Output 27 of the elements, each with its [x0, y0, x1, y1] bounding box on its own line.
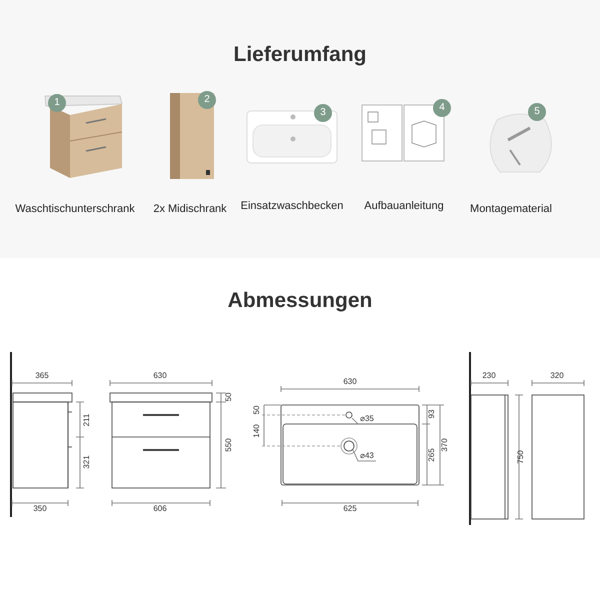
dimension-value: 606 — [153, 504, 167, 513]
dimension-value: 350 — [33, 504, 47, 513]
dimension-value: 50 — [252, 406, 261, 414]
product-name: 2x Midischrank — [153, 203, 227, 215]
dimension-value: 230 — [482, 371, 496, 380]
dimension-value: 320 — [550, 371, 564, 380]
section-heading: Abmessungen — [228, 289, 372, 313]
dimension-value: 140 — [252, 424, 261, 438]
product-name: Aufbauanleitung — [364, 200, 444, 212]
dimension-value: 211 — [82, 414, 91, 426]
dimension-value: 625 — [343, 504, 357, 513]
product-name: Einsatzwaschbecken — [240, 200, 344, 212]
dimension-value: 365 — [35, 371, 49, 380]
product-name: Montagematerial — [470, 203, 552, 215]
product-name: Waschtischunterschrank — [15, 203, 135, 215]
dimension-value: 265 — [427, 448, 436, 462]
dimension-value: 630 — [153, 371, 167, 380]
dimension-value: 550 — [224, 438, 233, 452]
dimension-value: 50 — [224, 392, 233, 402]
dimension-value: ⌀43 — [360, 451, 374, 460]
dimension-value: ⌀35 — [360, 414, 374, 423]
dimension-value: 750 — [516, 450, 525, 464]
section-heading: Lieferumfang — [234, 43, 366, 67]
dimension-value: 321 — [82, 455, 91, 469]
dimension-value: 630 — [343, 377, 357, 386]
dimension-value: 370 — [440, 438, 449, 452]
dimension-value: 93 — [427, 410, 436, 418]
